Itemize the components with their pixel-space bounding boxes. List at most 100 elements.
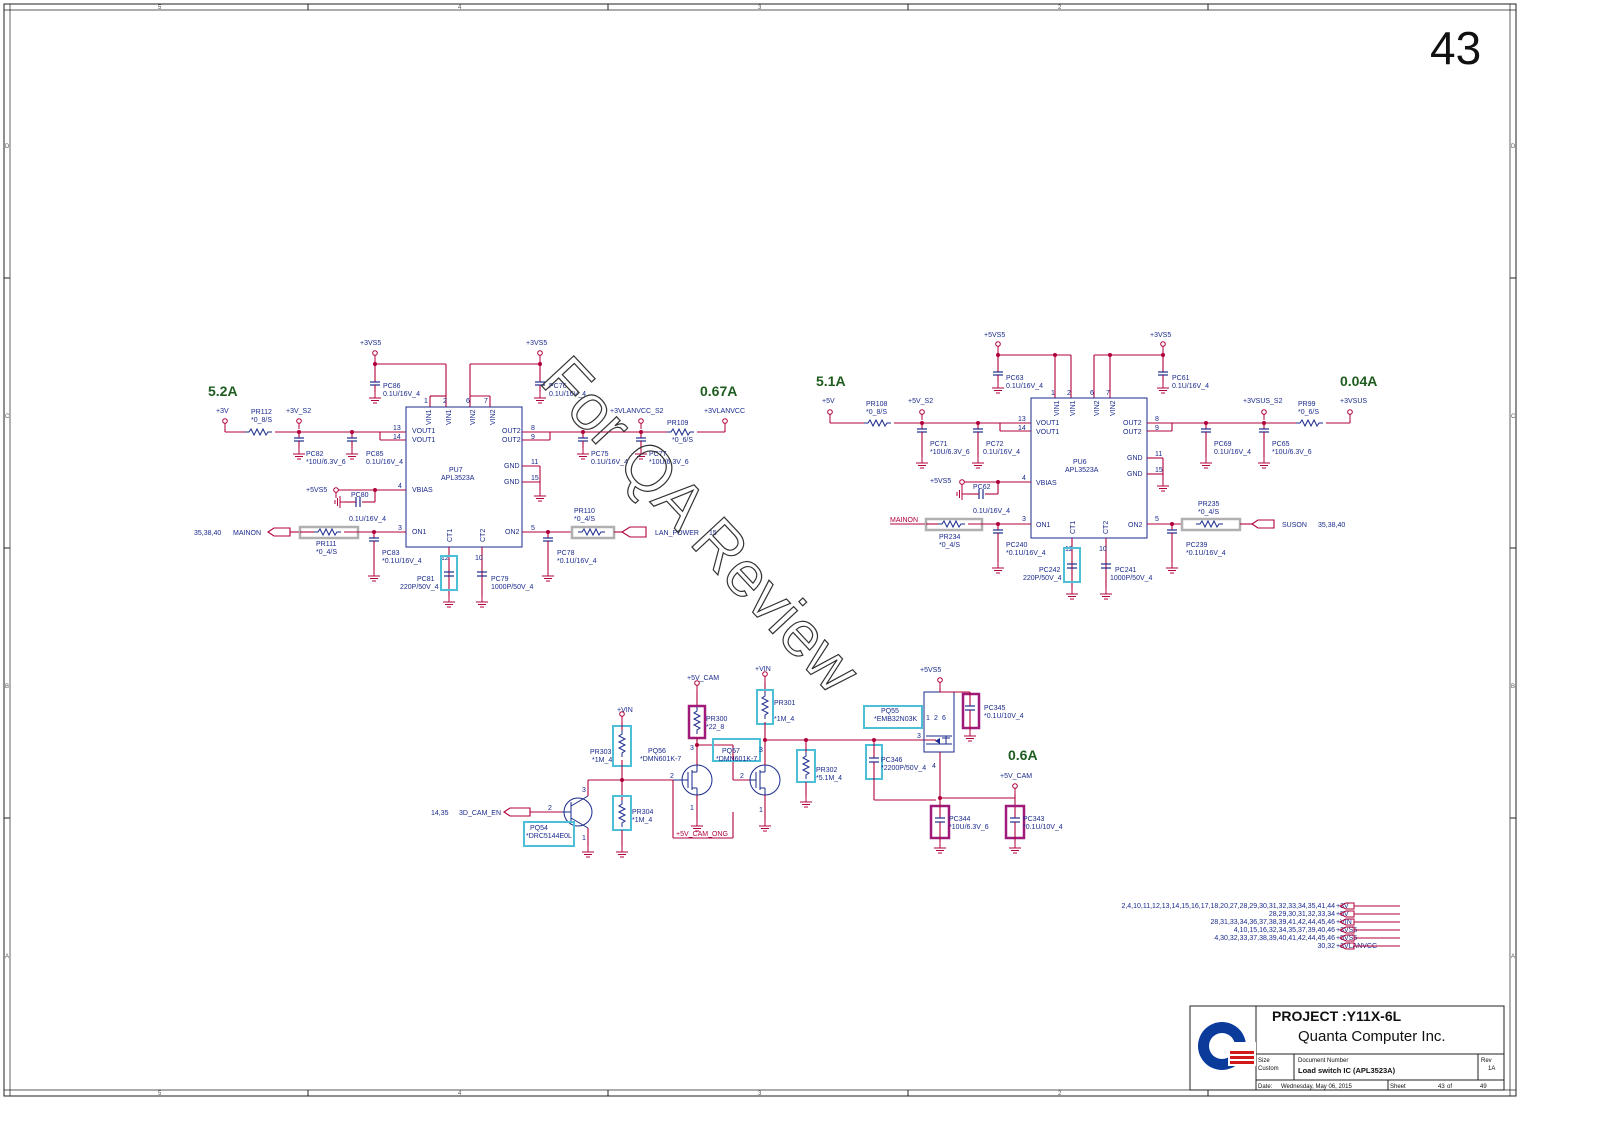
net-label: +5V_CAM_ONG (676, 831, 728, 838)
part-value: *0_8/S (251, 417, 272, 424)
pin-number: 10 (475, 555, 483, 562)
crossref-sheets: 28,31,33,34,36,37,38,39,41,42,44,45,46 (1210, 919, 1335, 926)
net-crossref: 2,4,10,11,12,13,14,15,16,17,18,20,27,28,… (1121, 902, 1400, 950)
part-ref: PR302 (816, 767, 838, 774)
pin-number: 10 (1099, 546, 1107, 553)
pin-name: GND (504, 479, 520, 486)
net-label: 3D_CAM_EN (459, 810, 501, 817)
part-ref: PC81 (417, 576, 435, 583)
zone-row-left: C (5, 414, 10, 420)
part-ref: PC346 (881, 757, 903, 764)
part-value: *10U/6.3V_6 (949, 824, 989, 831)
part-value: 1000P/50V_4 (1110, 575, 1153, 582)
pin-number: 5 (1155, 516, 1159, 523)
part-ref: PC344 (949, 816, 971, 823)
part-ref: PC77 (649, 451, 667, 458)
part-ref: PC62 (973, 484, 991, 491)
pin-name: CT2 (480, 529, 487, 542)
crossref-net: +5VS5 (1336, 935, 1357, 942)
part-ref: PR110 (574, 508, 595, 515)
pin-name: VIN1 (446, 409, 453, 425)
offpage-connector (503, 807, 531, 817)
part-value: *EMB32N03K (874, 716, 918, 723)
part-ref: PC61 (1172, 375, 1190, 382)
part-ref: PR108 (866, 401, 888, 408)
part-value: *0_4/S (1198, 509, 1219, 516)
part-value: *10U/6.3V_6 (1272, 449, 1312, 456)
part-ref: PC75 (591, 451, 609, 458)
rev-label: Rev (1481, 1058, 1492, 1064)
rail-label: +5V (822, 398, 835, 405)
part-value: *10U/6.3V_6 (930, 449, 970, 456)
part-value: *DMN601K-7 (716, 756, 757, 763)
rail-label: +5VS5 (984, 332, 1005, 339)
part-value: *10U/6.3V_6 (306, 459, 346, 466)
doc-label: Document Number (1298, 1058, 1348, 1064)
sheet-value: 43 (1438, 1084, 1445, 1090)
mosfet-pq55 (923, 691, 955, 753)
part-ref: PQ57 (722, 748, 740, 755)
pin-number: 4 (398, 483, 402, 490)
size-value: Custom (1258, 1066, 1279, 1072)
part-value: *0_8/S (866, 409, 887, 416)
pin-number: 3 (917, 733, 921, 740)
chip-ref: PU7 (449, 467, 463, 474)
pin-number: 13 (1018, 416, 1026, 423)
pin-number: 13 (393, 425, 401, 432)
zone-labels: 5 4 3 2 5 4 3 2 D C B A D C B A (5, 5, 1516, 1097)
part-value: 0.1U/16V_4 (983, 449, 1020, 456)
pin-name: OUT2 (502, 428, 521, 435)
rail-label: +5V_S2 (908, 398, 933, 405)
rail-label: +3VS5 (1150, 332, 1171, 339)
current-label: 5.1A (816, 373, 846, 389)
sheet-ref: 14,35 (431, 810, 449, 817)
pu7-block: 5.2A 0.67A +3V PR112 *0_8/S +3V_S2 13 14… (194, 340, 745, 608)
part-value: *0_4/S (574, 516, 595, 523)
sheet-number: 43 (1430, 22, 1481, 74)
pin-number: 2 (443, 398, 447, 405)
part-ref: PC240 (1006, 542, 1028, 549)
part-value: *0_6/S (1298, 409, 1319, 416)
pin-name: VIN1 (1070, 400, 1077, 416)
pin-name: GND (1127, 455, 1143, 462)
pin-name: VIN1 (426, 409, 433, 425)
part-ref: PC79 (491, 576, 509, 583)
part-value: 0.1U/16V_4 (366, 459, 403, 466)
pin-name: OUT2 (502, 437, 521, 444)
part-value: *0_4/S (316, 549, 337, 556)
crossref-net: +3V (1336, 903, 1349, 910)
part-value: 0.1U/16V_4 (1172, 383, 1209, 390)
pin-number: 12 (1065, 546, 1073, 553)
pin-name: VIN2 (490, 409, 497, 425)
sheet-ref: 35,38,40 (1318, 522, 1345, 529)
crossref-net: +3VS5 (1336, 927, 1357, 934)
rail-label: +3VSUS_S2 (1243, 398, 1283, 405)
part-ref: PC82 (306, 451, 324, 458)
crossref-sheets: 4,10,15,16,32,34,35,37,39,40,46 (1234, 927, 1335, 934)
part-ref: PC69 (1214, 441, 1232, 448)
pin-number: 4 (1022, 475, 1026, 482)
part-ref: PR112 (251, 409, 272, 416)
pin-number: 9 (531, 434, 535, 441)
pin-name: CT2 (1103, 521, 1110, 534)
rail-label: +3VLANVCC (704, 408, 745, 415)
part-value: 220P/50V_4 (400, 584, 439, 591)
zone-col-top: 5 (158, 5, 162, 11)
part-value: *0.1U/10V_4 (984, 713, 1024, 720)
pin-number: 3 (690, 745, 694, 752)
zone-col-top: 3 (758, 5, 762, 11)
part-ref: PC63 (1006, 375, 1024, 382)
offpage-connector (1251, 519, 1275, 529)
sheet-total: 49 (1480, 1084, 1487, 1090)
part-ref: PR304 (632, 809, 654, 816)
current-label: 5.2A (208, 383, 238, 399)
rail-label: +VIN (617, 707, 633, 714)
pin-number: 1 (759, 807, 763, 814)
pin-name: VBIAS (412, 487, 433, 494)
chip-part: APL3523A (441, 475, 475, 482)
pin-number: 14 (1018, 425, 1026, 432)
part-ref: PR99 (1298, 401, 1316, 408)
pin-number: 7 (484, 398, 488, 405)
pin-number: 1 (1051, 390, 1055, 397)
